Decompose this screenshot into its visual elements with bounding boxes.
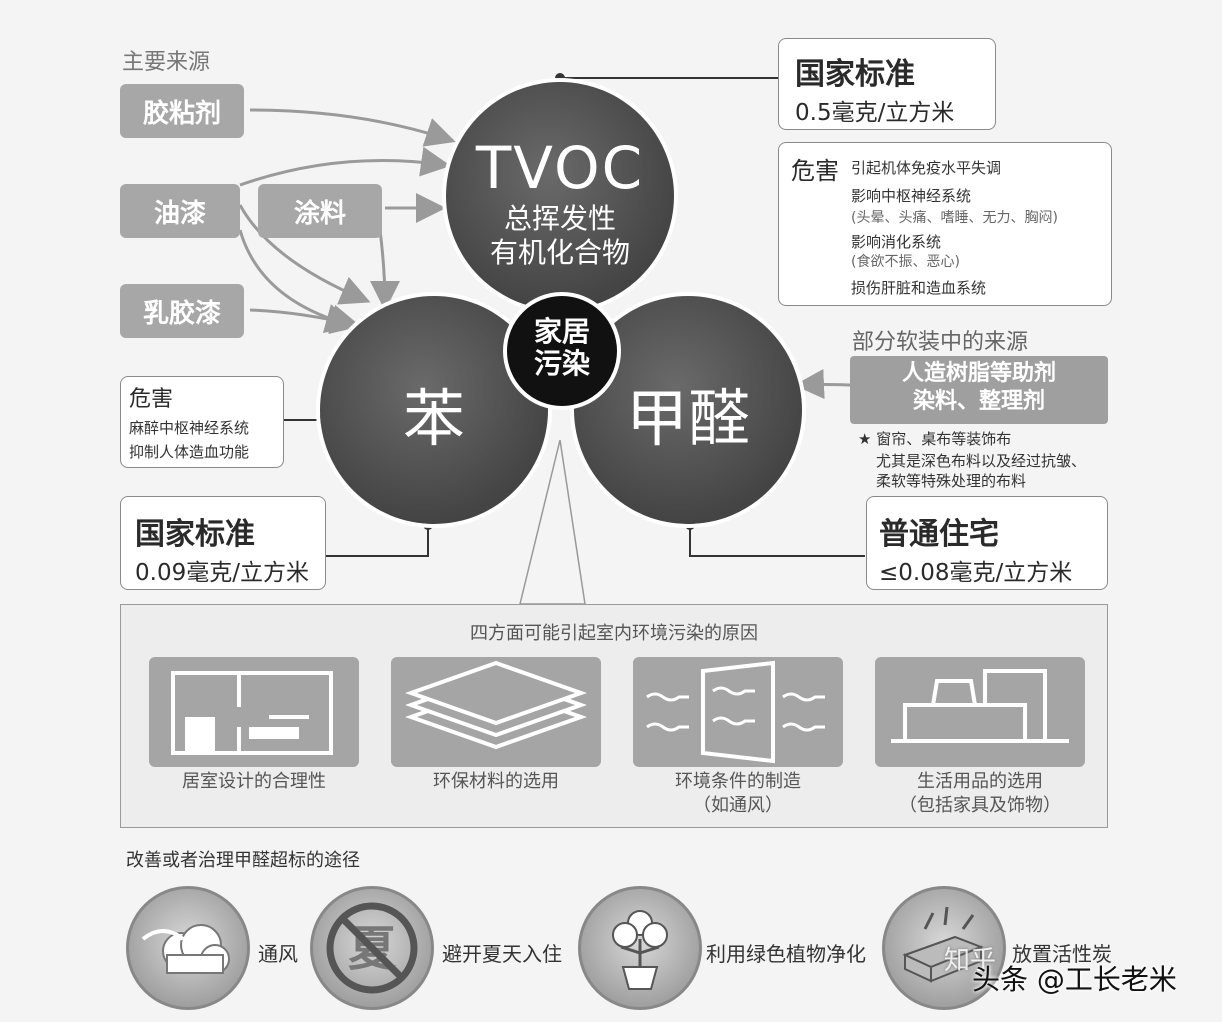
center-badge-line1: 家居 (533, 315, 590, 348)
formaldehyde-note-3: 柔软等特殊处理的布料 (876, 472, 1027, 490)
cause-tile-environment (633, 657, 843, 767)
remedy-label-3: 利用绿色植物净化 (706, 942, 866, 966)
benzene-harm-card: 危害 麻醉中枢神经系统 抑制人体造血功能 (120, 376, 284, 468)
cause-tile-household (875, 657, 1085, 767)
source-latex-paint: 乳胶漆 (120, 284, 244, 338)
tvoc-desc-1: 总挥发性 (503, 202, 616, 235)
causes-title: 四方面可能引起室内环境污染的原因 (470, 623, 758, 644)
cause-caption-3b: （如通风） (693, 795, 783, 816)
sources-title: 主要来源 (122, 50, 211, 75)
tvoc-harm-line3: (头晕、头痛、嗜睡、无力、胸闷) (851, 210, 1058, 226)
ventilation-icon (646, 660, 825, 764)
tvoc-harm-line1: 引起机体免疫水平失调 (851, 159, 1002, 177)
tvoc-desc-2: 有机化合物 (489, 236, 630, 269)
remedy-label-2: 避开夏天入住 (442, 942, 562, 966)
cause-caption-2: 环保材料的选用 (433, 771, 559, 792)
plant-remedy-icon (578, 886, 702, 1010)
benzene-harm-title: 危害 (129, 387, 174, 412)
tvoc-standard-value: 0.5毫克/立方米 (795, 100, 955, 126)
remedy-label-4: 放置活性炭 (1012, 942, 1112, 966)
cause-tile-materials (391, 657, 601, 767)
cause-tile-design (149, 657, 359, 767)
cause-caption-1: 居室设计的合理性 (182, 771, 326, 792)
cause-caption-4: 生活用品的选用 (917, 771, 1043, 792)
tvoc-name: TVOC (475, 134, 645, 202)
center-badge: 家居 污染 (503, 292, 621, 410)
cause-caption-3: 环境条件的制造 (675, 771, 801, 792)
formaldehyde-standard-value: ≤0.08毫克/立方米 (879, 560, 1073, 586)
tvoc-harm-card: 危害 引起机体免疫水平失调 影响中枢神经系统 (头晕、头痛、嗜睡、无力、胸闷) … (778, 142, 1112, 306)
floorplan-icon (171, 671, 333, 755)
formaldehyde-name: 甲醛 (625, 382, 750, 455)
tvoc-harm-line2: 影响中枢神经系统 (851, 187, 972, 205)
watermark-zhihu: 知乎 (944, 946, 997, 976)
formaldehyde-standard-card: 普通住宅 ≤0.08毫克/立方米 (866, 496, 1108, 590)
tvoc-standard-title: 国家标准 (795, 57, 915, 92)
source-coating: 涂料 (258, 184, 382, 238)
formaldehyde-source-title: 部分软装中的来源 (852, 330, 1029, 355)
summer-remedy-icon: 夏 (310, 886, 434, 1010)
remedies-title: 改善或者治理甲醛超标的途径 (126, 850, 360, 871)
tvoc-standard-card: 国家标准 0.5毫克/立方米 (778, 38, 996, 130)
source-oil-paint: 油漆 (120, 184, 240, 238)
tvoc-circle: TVOC 总挥发性 有机化合物 (446, 82, 674, 310)
benzene-name: 苯 (402, 382, 465, 455)
formaldehyde-source-line2: 染料、整理剂 (912, 389, 1045, 414)
benzene-harm-line1: 麻醉中枢神经系统 (129, 419, 250, 437)
tvoc-harm-line4: 影响消化系统 (851, 233, 942, 251)
center-badge-line2: 污染 (533, 347, 590, 380)
formaldehyde-note-1: ★ 窗帘、桌布等装饰布 (858, 430, 1012, 448)
benzene-standard-card: 国家标准 0.09毫克/立方米 (120, 496, 326, 590)
formaldehyde-note-2: 尤其是深色布料以及经过抗皱、 (876, 452, 1087, 470)
benzene-harm-line2: 抑制人体造血功能 (129, 443, 250, 461)
remedy-label-1: 通风 (258, 942, 298, 966)
cause-caption-4b: （包括家具及饰物） (899, 795, 1061, 816)
causes-panel: 四方面可能引起室内环境污染的原因 (120, 604, 1108, 828)
formaldehyde-standard-title: 普通住宅 (879, 517, 999, 552)
formaldehyde-source-line1: 人造树脂等助剂 (901, 361, 1056, 386)
ventilation-remedy-icon (126, 886, 250, 1010)
tvoc-harm-line6: 损伤肝脏和造血系统 (851, 279, 987, 297)
source-adhesive: 胶粘剂 (120, 84, 244, 138)
benzene-standard-value: 0.09毫克/立方米 (135, 560, 309, 586)
watermark: 头条 @工长老米 (972, 963, 1177, 996)
material-layers-icon (404, 660, 588, 750)
tvoc-harm-title: 危害 (791, 157, 839, 185)
benzene-standard-title: 国家标准 (135, 517, 255, 552)
formaldehyde-source-box: 人造树脂等助剂 染料、整理剂 (850, 356, 1108, 424)
furniture-icon (891, 669, 1069, 743)
charcoal-remedy-icon (882, 886, 1006, 1010)
tvoc-harm-line5: (食欲不振、恶心) (851, 254, 960, 270)
